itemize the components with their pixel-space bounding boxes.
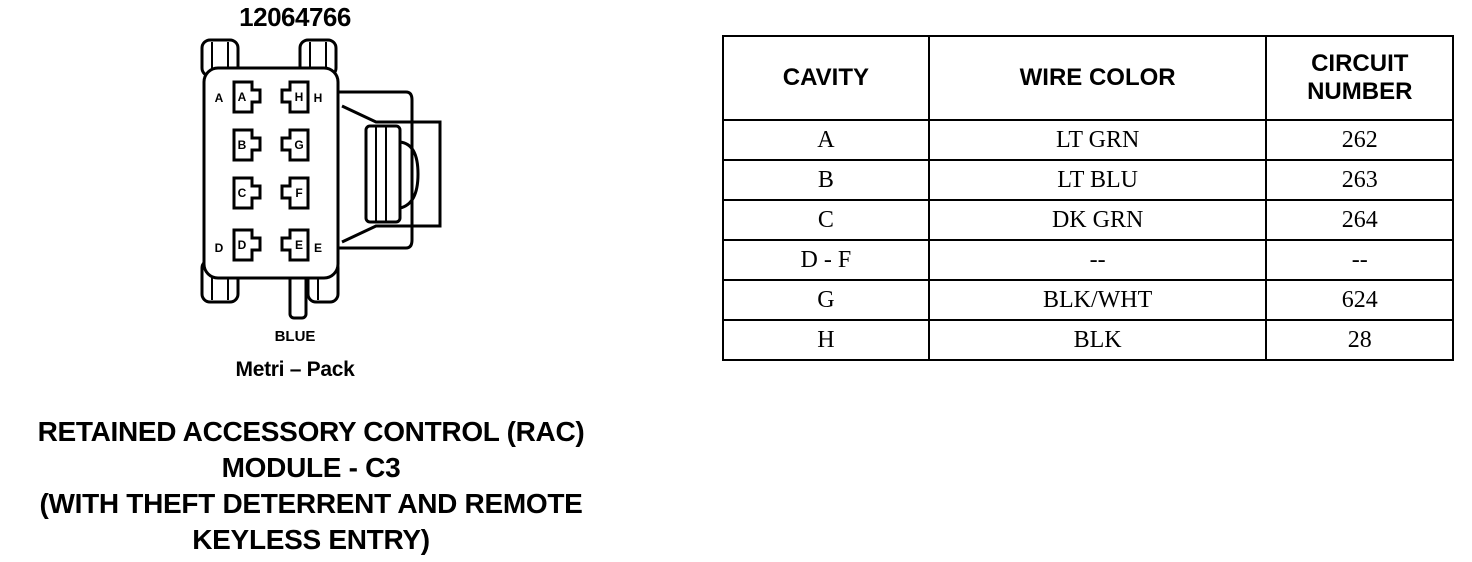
cavity-label-g: G <box>294 138 303 152</box>
table-row: G BLK/WHT 624 <box>722 279 1454 321</box>
cell-cavity: B <box>722 159 930 201</box>
cell-circuit: 264 <box>1265 199 1454 241</box>
cell-cavity: D - F <box>722 239 930 281</box>
table-row: H BLK 28 <box>722 319 1454 361</box>
header-circuit-number: CIRCUIT NUMBER <box>1265 35 1454 121</box>
header-cavity: CAVITY <box>722 35 930 121</box>
cell-wire-color: LT BLU <box>927 159 1268 201</box>
table-row: A LT GRN 262 <box>722 119 1454 161</box>
outer-label-a: A <box>215 91 224 105</box>
cell-circuit: 263 <box>1265 159 1454 201</box>
table-row: B LT BLU 263 <box>722 159 1454 201</box>
title-line: (WITH THEFT DETERRENT AND REMOTE <box>39 488 583 519</box>
cell-wire-color: BLK/WHT <box>927 279 1268 321</box>
cell-cavity: C <box>722 199 930 241</box>
title-line: KEYLESS ENTRY) <box>192 524 430 555</box>
cell-cavity: A <box>722 119 930 161</box>
cavity-label-d: D <box>238 238 247 252</box>
header-circuit-line1: CIRCUIT <box>1311 50 1409 77</box>
title-line: MODULE - C3 <box>221 452 401 483</box>
cell-wire-color: DK GRN <box>927 199 1268 241</box>
diagram-title: RETAINED ACCESSORY CONTROL (RAC) MODULE … <box>0 414 622 558</box>
cell-wire-color: -- <box>927 239 1268 281</box>
cavity-label-f: F <box>295 186 302 200</box>
cavity-label-b: B <box>238 138 247 152</box>
cavity-terminals-left <box>232 80 262 262</box>
title-line: RETAINED ACCESSORY CONTROL (RAC) <box>37 416 585 447</box>
connector-family-label: Metri – Pack <box>235 358 355 381</box>
cell-cavity: H <box>722 319 930 361</box>
pinout-table: CAVITY WIRE COLOR CIRCUIT NUMBER A LT GR… <box>722 35 1454 361</box>
connector-drawing: A B C D H G F E A D H E <box>200 38 442 320</box>
cell-circuit: 28 <box>1265 319 1454 361</box>
outer-label-h: H <box>314 91 323 105</box>
cell-wire-color: BLK <box>927 319 1268 361</box>
cell-circuit: 262 <box>1265 119 1454 161</box>
connector-housing <box>202 66 340 280</box>
cavity-label-a: A <box>238 90 247 104</box>
side-lock <box>338 90 414 250</box>
cell-circuit: -- <box>1265 239 1454 281</box>
table-row: D - F -- -- <box>722 239 1454 281</box>
table-row: C DK GRN 264 <box>722 199 1454 241</box>
outer-label-e: E <box>314 241 322 255</box>
outer-label-d: D <box>215 241 224 255</box>
cell-cavity: G <box>722 279 930 321</box>
cell-wire-color: LT GRN <box>927 119 1268 161</box>
cavity-label-e: E <box>295 238 303 252</box>
connector-color-label: BLUE <box>274 328 316 345</box>
header-wire-color: WIRE COLOR <box>927 35 1268 121</box>
cavity-label-h: H <box>295 90 304 104</box>
table-header-row: CAVITY WIRE COLOR CIRCUIT NUMBER <box>722 35 1454 121</box>
cell-circuit: 624 <box>1265 279 1454 321</box>
cavity-label-c: C <box>238 186 247 200</box>
cavity-terminals-right <box>280 80 310 262</box>
part-number: 12064766 <box>239 2 351 32</box>
header-circuit-line2: NUMBER <box>1307 78 1413 105</box>
